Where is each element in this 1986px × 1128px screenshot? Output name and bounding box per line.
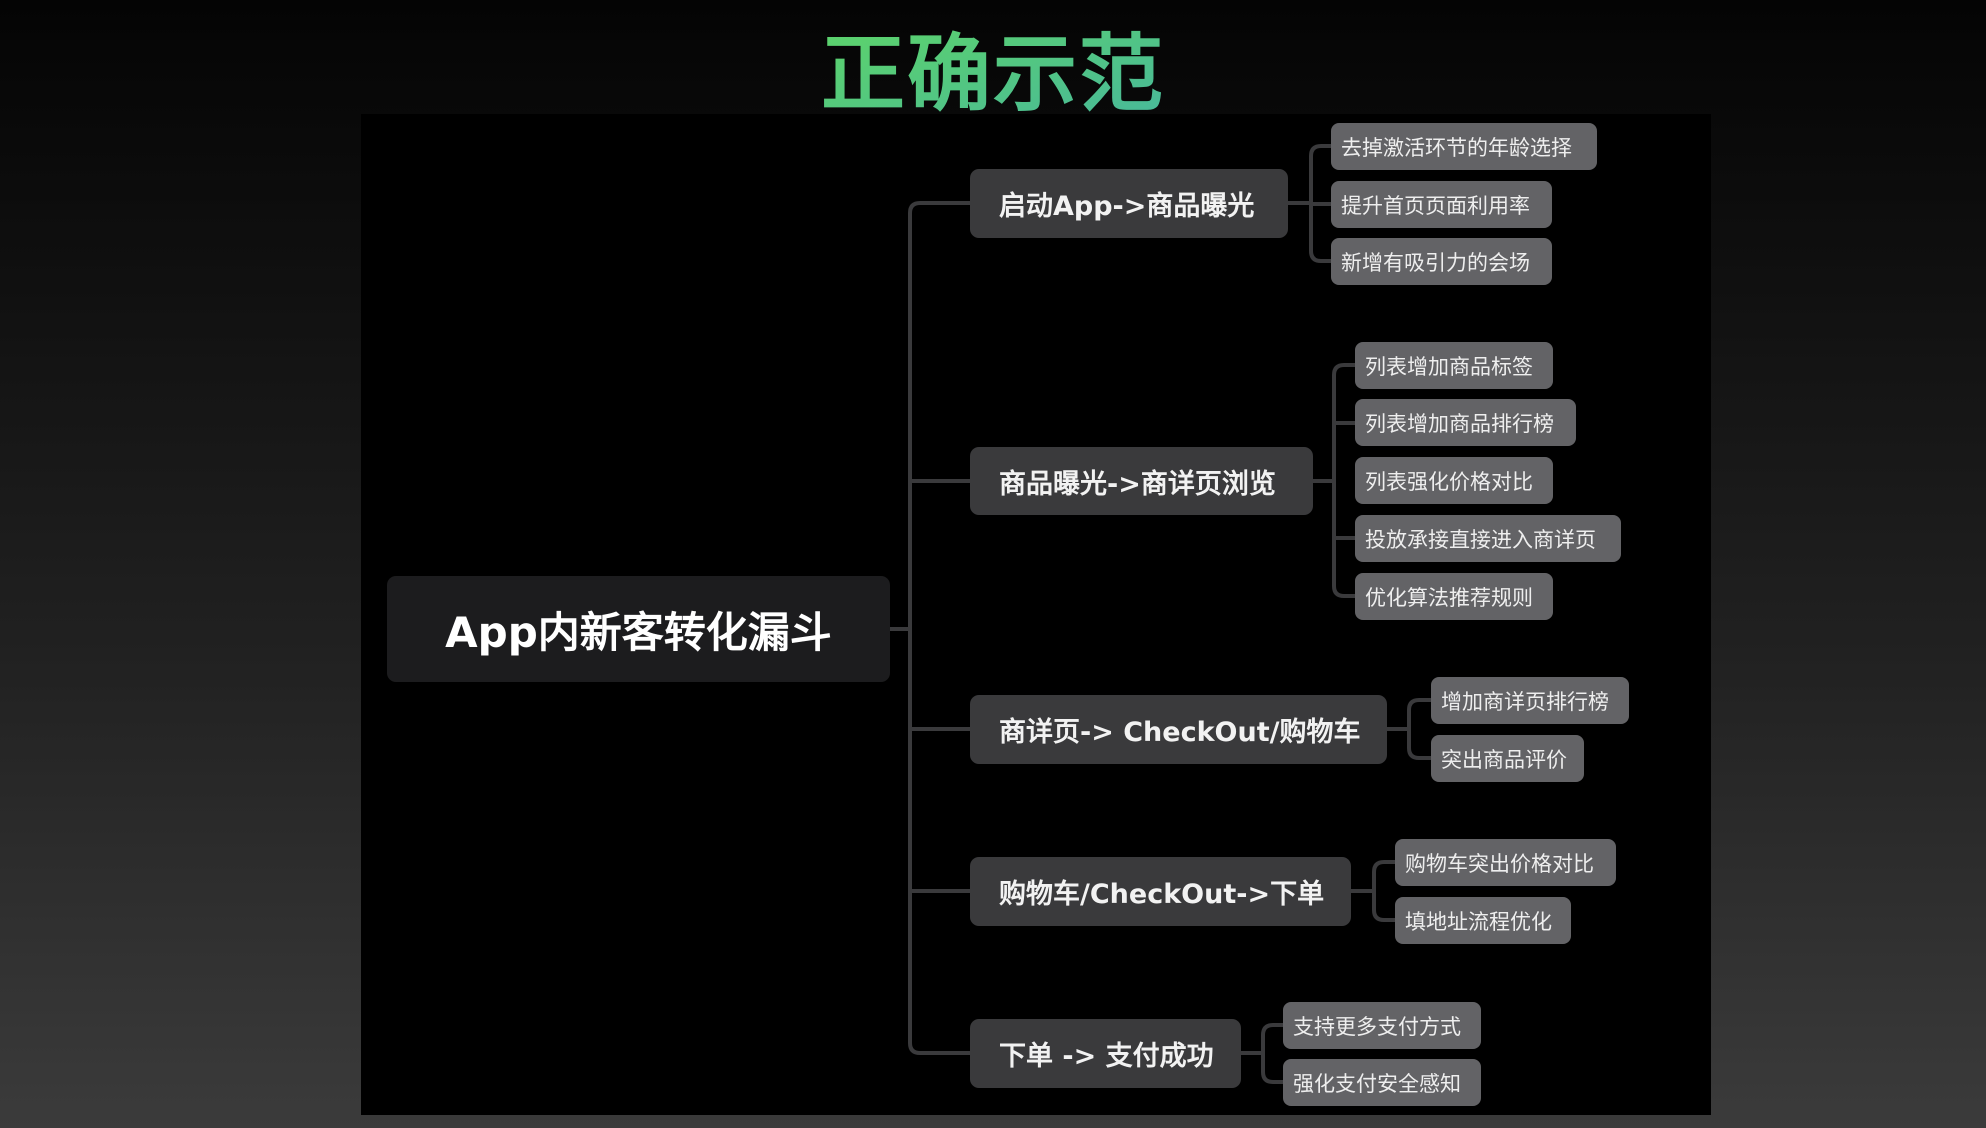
- branch-label: 商详页-> CheckOut/购物车: [999, 717, 1361, 748]
- leaf-label: 填地址流程优化: [1405, 909, 1552, 934]
- branch-label: 下单 -> 支付成功: [999, 1041, 1214, 1072]
- leaf-node[interactable]: 填地址流程优化: [1395, 897, 1571, 944]
- connector-lines: [890, 144, 1431, 1084]
- leaf-label: 提升首页页面利用率: [1341, 193, 1530, 218]
- leaf-label: 去掉激活环节的年龄选择: [1341, 135, 1572, 160]
- branch-node-order-to-payment[interactable]: 下单 -> 支付成功: [970, 1019, 1241, 1088]
- leaf-node[interactable]: 投放承接直接进入商详页: [1355, 515, 1621, 562]
- trunk-line: [908, 201, 970, 1055]
- branch-node-detail-to-checkout[interactable]: 商详页-> CheckOut/购物车: [970, 695, 1387, 764]
- leaf-node[interactable]: 增加商详页排行榜: [1431, 677, 1629, 724]
- branch-label: 购物车/CheckOut->下单: [999, 879, 1325, 910]
- branch-label: 启动App->商品曝光: [999, 191, 1255, 222]
- leaf-node[interactable]: 列表强化价格对比: [1355, 457, 1553, 504]
- leaf-node[interactable]: 购物车突出价格对比: [1395, 839, 1616, 886]
- leaf-node[interactable]: 支持更多支付方式: [1283, 1002, 1481, 1049]
- mindmap-canvas: App内新客转化漏斗 启动App->商品曝光 去掉激活环节的年龄选择 提升首页页…: [361, 114, 1711, 1115]
- page-title: 正确示范: [0, 26, 1986, 122]
- leaf-node[interactable]: 突出商品评价: [1431, 735, 1584, 782]
- leaf-node[interactable]: 优化算法推荐规则: [1355, 573, 1553, 620]
- branch-node-checkout-to-order[interactable]: 购物车/CheckOut->下单: [970, 857, 1351, 926]
- leaf-label: 突出商品评价: [1441, 747, 1567, 772]
- leaf-label: 购物车突出价格对比: [1405, 851, 1594, 876]
- leaf-label: 新增有吸引力的会场: [1341, 250, 1530, 275]
- leaf-node[interactable]: 新增有吸引力的会场: [1331, 238, 1552, 285]
- root-node[interactable]: App内新客转化漏斗: [387, 576, 890, 682]
- branch-node-exposure-to-detail[interactable]: 商品曝光->商详页浏览: [970, 447, 1313, 515]
- leaf-label: 列表强化价格对比: [1365, 469, 1533, 494]
- leaf-node[interactable]: 列表增加商品标签: [1355, 342, 1553, 389]
- root-node-label: App内新客转化漏斗: [445, 607, 832, 657]
- branch-label: 商品曝光->商详页浏览: [999, 468, 1276, 500]
- leaf-label: 优化算法推荐规则: [1365, 585, 1533, 610]
- branch-node-launch-to-exposure[interactable]: 启动App->商品曝光: [970, 169, 1288, 238]
- leaf-label: 增加商详页排行榜: [1441, 689, 1609, 714]
- leaf-label: 投放承接直接进入商详页: [1365, 527, 1596, 552]
- leaf-node[interactable]: 列表增加商品排行榜: [1355, 399, 1576, 446]
- leaf-label: 强化支付安全感知: [1293, 1071, 1461, 1096]
- leaf-node[interactable]: 去掉激活环节的年龄选择: [1331, 123, 1597, 170]
- leaf-label: 支持更多支付方式: [1293, 1014, 1461, 1039]
- leaf-label: 列表增加商品排行榜: [1365, 411, 1554, 436]
- leaf-node[interactable]: 提升首页页面利用率: [1331, 181, 1552, 228]
- leaf-label: 列表增加商品标签: [1365, 354, 1533, 379]
- leaf-node[interactable]: 强化支付安全感知: [1283, 1059, 1481, 1106]
